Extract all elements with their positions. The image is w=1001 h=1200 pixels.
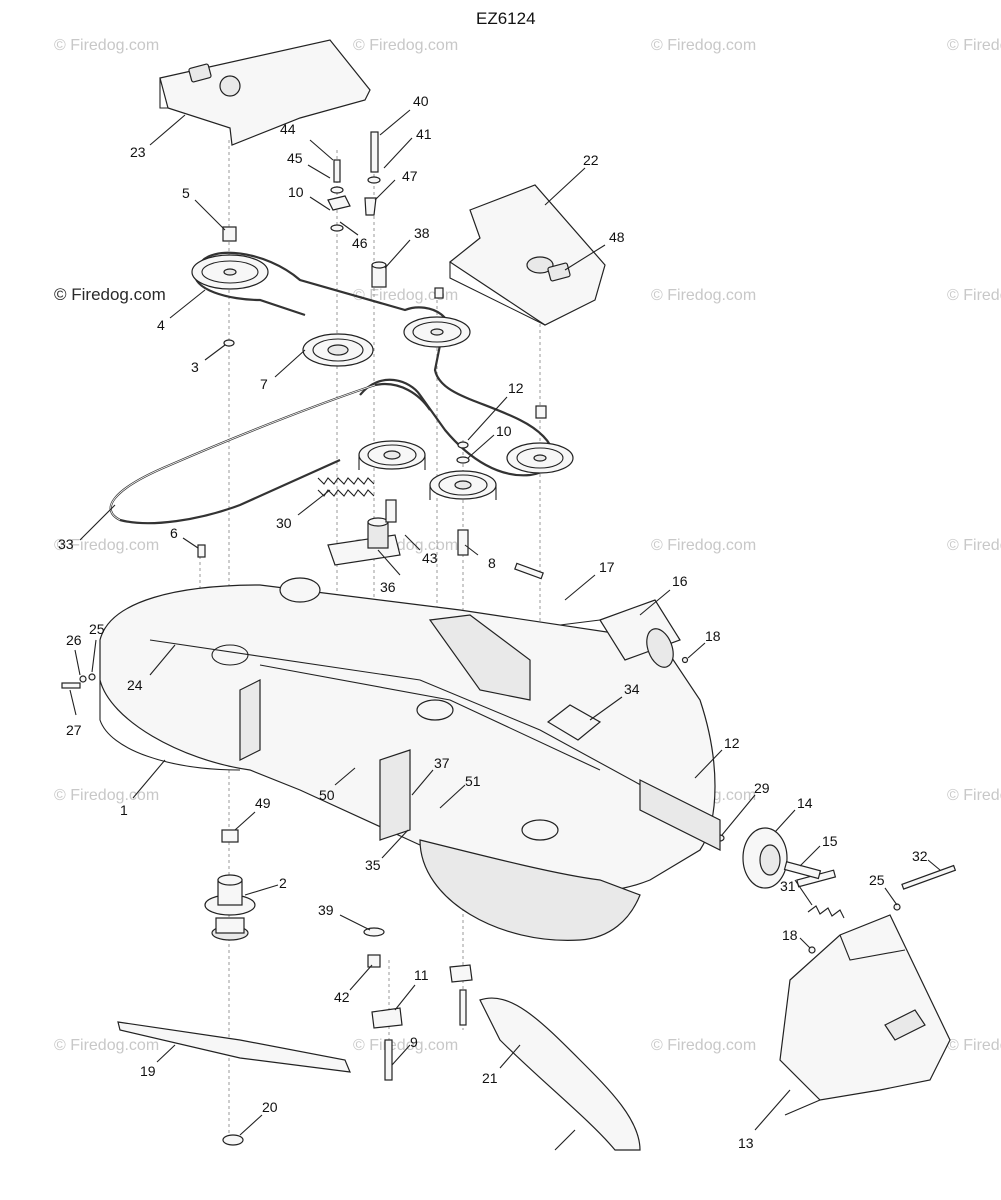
callout-label: 42	[334, 989, 350, 1005]
part-baffle	[479, 997, 641, 1151]
part-wheel	[742, 827, 822, 889]
watermark: © Firedog.com	[353, 287, 458, 304]
callout-label: 13	[738, 1135, 754, 1151]
callout-label: 48	[609, 229, 625, 245]
part-washer-39	[363, 927, 385, 968]
callout-label: 9	[410, 1034, 418, 1050]
callout-label: 2	[279, 875, 287, 891]
part-washer	[222, 1134, 244, 1146]
callout-label: 3	[191, 359, 199, 375]
callout-label: 12	[508, 380, 524, 396]
watermark: © Firedog.com	[947, 287, 1001, 304]
callout-label: 25	[89, 621, 105, 637]
watermark: © Firedog.com	[54, 537, 159, 554]
callout-label: 15	[822, 833, 838, 849]
watermark: © Firedog.com	[54, 285, 166, 304]
callout-label: 50	[319, 787, 335, 803]
callout-label: 32	[912, 848, 928, 864]
callout-label: 47	[402, 168, 418, 184]
callout-label: 6	[170, 525, 178, 541]
part-roller	[559, 599, 681, 668]
callout-label: 16	[672, 573, 688, 589]
watermark: © Firedog.com	[947, 537, 1001, 554]
callout-label: 33	[58, 536, 74, 552]
part-mower-deck	[99, 577, 721, 941]
callout-label: 1	[120, 802, 128, 818]
callout-label: 37	[434, 755, 450, 771]
callout-label: 44	[280, 121, 296, 137]
callout-label: 31	[780, 878, 796, 894]
callout-label: 8	[488, 555, 496, 571]
callout-label: 7	[260, 376, 268, 392]
callout-label: 5	[182, 185, 190, 201]
callout-label: 34	[624, 681, 640, 697]
watermark: © Firedog.com	[651, 37, 756, 54]
callout-label: 14	[797, 795, 813, 811]
watermark: © Firedog.com	[54, 787, 159, 804]
part-spring-31	[807, 905, 845, 919]
watermark: © Firedog.com	[353, 1037, 458, 1054]
callout-label: 24	[127, 677, 143, 693]
callout-label: 10	[288, 184, 304, 200]
callout-label: 10	[496, 423, 512, 439]
callout-label: 49	[255, 795, 271, 811]
callout-label: 21	[482, 1070, 498, 1086]
callout-label: 26	[66, 632, 82, 648]
watermark: © Firedog.com	[54, 37, 159, 54]
callout-label: 41	[416, 126, 432, 142]
callout-label: 25	[869, 872, 885, 888]
part-idler-pulley-7	[302, 333, 374, 367]
callout-label: 35	[365, 857, 381, 873]
callout-label: 29	[754, 780, 770, 796]
part-blade	[117, 1021, 351, 1073]
part-idler-pulley-middle	[358, 440, 426, 470]
callout-layer: 23 40 44 41 45 47 5 10 46 22 38 48 4 3 7…	[58, 93, 941, 1151]
part-pulley-right	[506, 442, 574, 474]
callout-label: 39	[318, 902, 334, 918]
part-belt-33	[109, 382, 431, 525]
callout-label: 30	[276, 515, 292, 531]
part-spindle	[204, 874, 256, 941]
part-idler-arm	[327, 517, 401, 566]
callout-label: 40	[413, 93, 429, 109]
watermark: © Firedog.com	[947, 37, 1001, 54]
callout-label: 23	[130, 144, 146, 160]
callout-label: 19	[140, 1063, 156, 1079]
part-nut	[221, 829, 239, 843]
callout-label: 18	[782, 927, 798, 943]
part-belt-cover-right	[448, 184, 606, 326]
callout-label: 45	[287, 150, 303, 166]
callout-label: 18	[705, 628, 721, 644]
watermark: © Firedog.com	[651, 1037, 756, 1054]
callout-label: 12	[724, 735, 740, 751]
watermark: © Firedog.com	[353, 37, 458, 54]
watermark: © Firedog.com	[947, 787, 1001, 804]
part-pulley-top-right	[403, 316, 471, 348]
callout-label: 46	[352, 235, 368, 251]
watermark: © Firedog.com	[651, 537, 756, 554]
watermark: © Firedog.com	[947, 1037, 1001, 1054]
part-decal	[546, 704, 602, 741]
part-plate	[371, 964, 473, 1081]
callout-label: 4	[157, 317, 165, 333]
part-belt-cover-left	[159, 39, 371, 146]
callout-label: 22	[583, 152, 599, 168]
diagram-title: EZ6124	[476, 9, 536, 28]
callout-label: 20	[262, 1099, 278, 1115]
callout-label: 11	[414, 967, 429, 983]
part-idler-pulley-lower	[429, 470, 497, 500]
callout-label: 43	[422, 550, 438, 566]
callout-label: 27	[66, 722, 82, 738]
callout-label: 36	[380, 579, 396, 595]
callout-label: 17	[599, 559, 615, 575]
watermark: © Firedog.com	[651, 287, 756, 304]
watermark: © Firedog.com	[54, 1037, 159, 1054]
part-spring	[317, 477, 375, 497]
part-pulley-large	[191, 254, 269, 290]
part-discharge-chute	[779, 914, 951, 1116]
callout-label: 38	[414, 225, 430, 241]
callout-label: 51	[465, 773, 481, 789]
